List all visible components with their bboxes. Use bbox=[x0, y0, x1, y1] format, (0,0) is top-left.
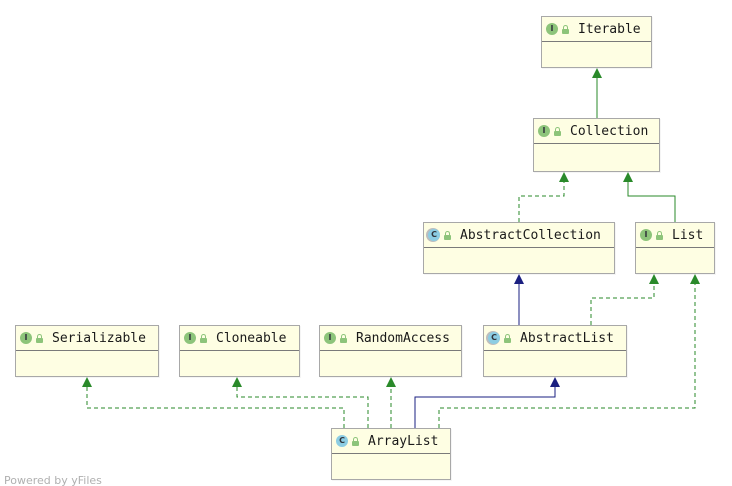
node-label: RandomAccess bbox=[356, 330, 450, 346]
node-abstract-collection[interactable]: C AbstractCollection bbox=[423, 222, 615, 274]
edge-abstractcollection-collection bbox=[518, 172, 569, 222]
node-label: Iterable bbox=[578, 21, 641, 37]
node-header: C AbstractCollection bbox=[424, 223, 614, 248]
node-label: List bbox=[672, 227, 704, 243]
node-header: C ArrayList bbox=[332, 429, 450, 454]
edge-arraylist-list bbox=[438, 274, 700, 428]
node-label: Collection bbox=[570, 123, 649, 139]
interface-icon: I bbox=[538, 125, 550, 137]
node-collection[interactable]: I Collection bbox=[533, 118, 660, 172]
edge-arraylist-serializable bbox=[82, 377, 345, 428]
lock-icon bbox=[36, 333, 43, 343]
node-cloneable[interactable]: I Cloneable bbox=[179, 325, 300, 377]
edge-list-collection bbox=[623, 172, 676, 222]
node-header: I RandomAccess bbox=[320, 326, 461, 351]
node-array-list[interactable]: C ArrayList bbox=[331, 428, 451, 480]
class-icon: C bbox=[336, 435, 348, 447]
node-header: I Iterable bbox=[542, 17, 651, 42]
node-label: AbstractCollection bbox=[460, 227, 601, 243]
node-label: AbstractList bbox=[520, 330, 614, 346]
interface-icon: I bbox=[20, 332, 32, 344]
node-label: Serializable bbox=[52, 330, 146, 346]
lock-icon bbox=[200, 333, 207, 343]
node-header: C AbstractList bbox=[484, 326, 626, 351]
edge-abstractlist-list bbox=[590, 274, 659, 325]
node-iterable[interactable]: I Iterable bbox=[541, 16, 652, 68]
node-label: Cloneable bbox=[216, 330, 287, 346]
lock-icon bbox=[554, 126, 561, 136]
lock-icon bbox=[352, 436, 359, 446]
edge-collection-iterable bbox=[592, 68, 602, 118]
node-header: I Serializable bbox=[16, 326, 158, 351]
abstract-class-icon: C bbox=[428, 229, 440, 241]
node-serializable[interactable]: I Serializable bbox=[15, 325, 159, 377]
node-header: I Collection bbox=[534, 119, 659, 144]
abstract-class-icon: C bbox=[488, 332, 500, 344]
interface-icon: I bbox=[324, 332, 336, 344]
node-abstract-list[interactable]: C AbstractList bbox=[483, 325, 627, 377]
node-list[interactable]: I List bbox=[635, 222, 715, 274]
edge-arraylist-cloneable bbox=[232, 377, 369, 428]
edge-abstractlist-abstractcollection bbox=[514, 274, 524, 325]
lock-icon bbox=[444, 230, 451, 240]
lock-icon bbox=[340, 333, 347, 343]
node-header: I List bbox=[636, 223, 714, 248]
interface-icon: I bbox=[184, 332, 196, 344]
edge-arraylist-abstractlist bbox=[414, 377, 560, 428]
lock-icon bbox=[562, 24, 569, 34]
interface-icon: I bbox=[546, 23, 558, 35]
watermark-text: Powered by yFiles bbox=[4, 474, 102, 486]
lock-icon bbox=[504, 333, 511, 343]
interface-icon: I bbox=[640, 229, 652, 241]
edge-arraylist-randomaccess bbox=[386, 377, 396, 428]
node-header: I Cloneable bbox=[180, 326, 299, 351]
lock-icon bbox=[656, 230, 663, 240]
node-label: ArrayList bbox=[368, 433, 439, 449]
node-random-access[interactable]: I RandomAccess bbox=[319, 325, 462, 377]
